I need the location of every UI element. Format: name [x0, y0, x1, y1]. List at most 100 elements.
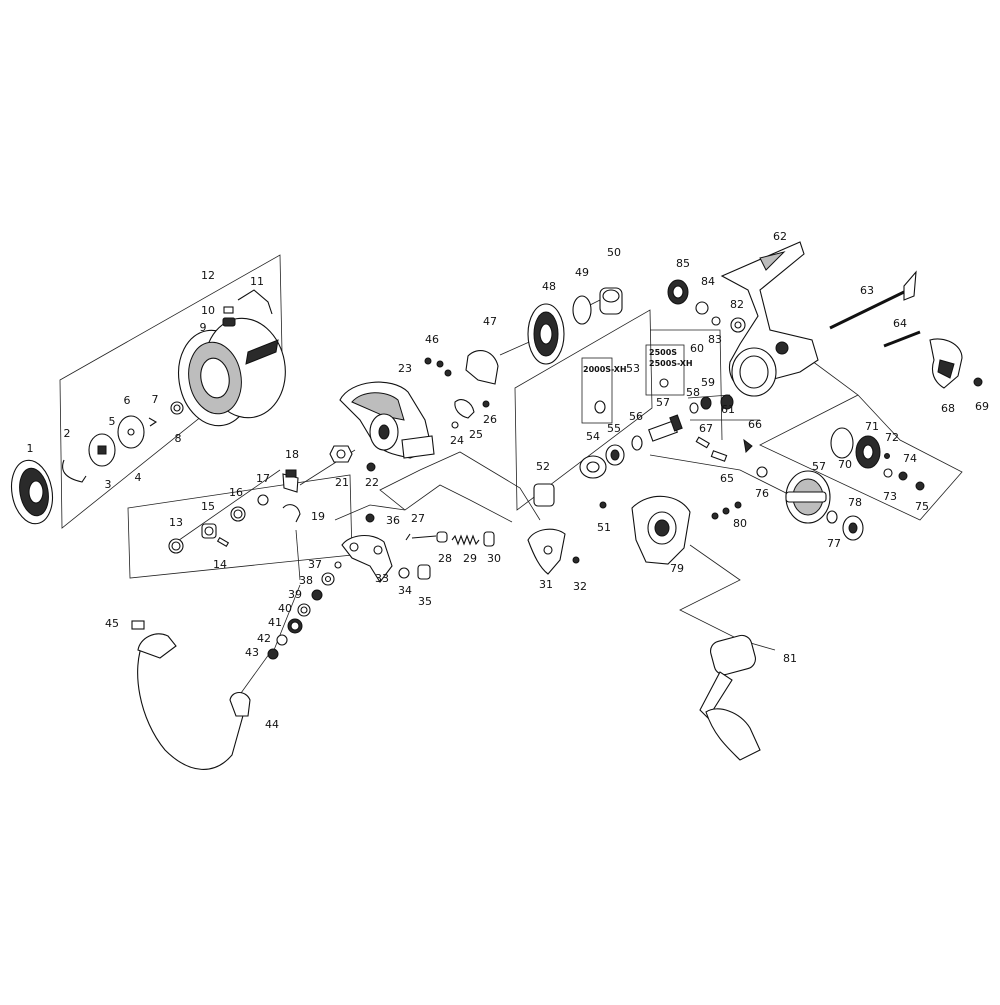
part-61-bearing[interactable]	[720, 394, 734, 410]
part-27-pin[interactable]	[405, 533, 437, 541]
part-24-pin[interactable]	[451, 421, 459, 429]
part-31-cover[interactable]	[527, 528, 566, 575]
part-41-ring[interactable]	[287, 618, 303, 634]
part-13-ring[interactable]	[168, 538, 184, 554]
part-18-lever[interactable]	[282, 469, 299, 493]
part-46-screws[interactable]	[424, 357, 452, 377]
label-part-6: 6	[124, 394, 131, 407]
part-43-bushing[interactable]	[267, 648, 279, 660]
part-26-screw[interactable]	[482, 400, 490, 408]
label-part-79: 79	[670, 562, 684, 575]
label-part-8: 8	[175, 432, 182, 445]
part-16-washer[interactable]	[230, 506, 246, 522]
part-33-bail-arm[interactable]	[341, 535, 393, 583]
part-23-rotor[interactable]	[339, 381, 435, 459]
part-4-washer[interactable]	[117, 415, 145, 449]
part-15-nut[interactable]	[201, 523, 217, 539]
part-50-collar[interactable]	[599, 287, 623, 315]
part-34-washer[interactable]	[398, 567, 410, 579]
part-62-body[interactable]	[720, 241, 819, 397]
part-17-ring[interactable]	[257, 494, 269, 506]
label-part-56: 56	[629, 410, 643, 423]
label-part-25: 25	[469, 428, 483, 441]
label-part-34: 34	[398, 584, 412, 597]
part-29-spring[interactable]	[451, 534, 480, 546]
note-2500s-xh: 2500S-XH	[649, 359, 693, 368]
part-67-screw[interactable]	[695, 436, 710, 449]
part-64-pin[interactable]	[883, 330, 921, 348]
part-80-screws[interactable]	[711, 501, 742, 520]
part-11-wire-spring[interactable]	[237, 289, 273, 315]
part-69-screw[interactable]	[973, 377, 983, 387]
part-45-screw[interactable]	[131, 620, 145, 630]
part-3-washer[interactable]	[88, 433, 116, 467]
label-part-7: 7	[152, 393, 159, 406]
part-14-pin[interactable]	[216, 537, 230, 547]
part-70-washer[interactable]	[830, 427, 854, 459]
part-77-washer[interactable]	[826, 510, 838, 524]
part-25-arm[interactable]	[454, 399, 475, 419]
part-65-screw[interactable]	[710, 450, 728, 462]
part-48-seal[interactable]	[527, 303, 565, 365]
part-42-washer[interactable]	[276, 634, 288, 646]
part-37-pin[interactable]	[334, 561, 342, 569]
part-38-washer[interactable]	[321, 572, 335, 586]
part-59-ring[interactable]	[700, 396, 712, 410]
label-part-29: 29	[463, 552, 477, 565]
part-71-gear[interactable]	[855, 435, 881, 469]
label-part-19: 19	[311, 510, 325, 523]
part-60-collar[interactable]	[659, 378, 669, 388]
part-21-nut[interactable]	[329, 445, 353, 463]
part-54-bearing-holder[interactable]	[579, 455, 607, 479]
label-part-65: 65	[720, 472, 734, 485]
part-40-roller[interactable]	[297, 603, 311, 617]
part-39-bearing[interactable]	[311, 589, 323, 601]
part-32-screw[interactable]	[572, 556, 580, 564]
part-10-screw[interactable]	[223, 306, 234, 314]
part-57-pinion[interactable]	[648, 414, 683, 442]
part-78-bearing[interactable]	[842, 515, 864, 541]
part-51-screw[interactable]	[599, 501, 607, 509]
part-75-screw[interactable]	[915, 481, 925, 491]
part-30-cap[interactable]	[483, 531, 495, 547]
part-44-bail-wire[interactable]	[137, 633, 251, 770]
part-36-screw[interactable]	[365, 513, 375, 523]
part-1-drag-knob[interactable]	[7, 457, 58, 527]
part-58-washer[interactable]	[689, 402, 699, 414]
part-55-bearing[interactable]	[605, 444, 625, 466]
part-7-spring[interactable]	[148, 417, 158, 427]
part-52-bushing[interactable]	[533, 483, 555, 507]
part-68-cover[interactable]	[929, 338, 963, 389]
part-81-handle[interactable]	[699, 633, 761, 761]
part-63-shaft[interactable]	[829, 270, 917, 330]
part-79-side-cover[interactable]	[631, 495, 691, 565]
label-part-35: 35	[418, 595, 432, 608]
label-part-30: 30	[487, 552, 501, 565]
part-82-washer[interactable]	[730, 317, 746, 333]
part-22-screw[interactable]	[366, 462, 376, 472]
part-57b-drive-gear[interactable]	[785, 470, 831, 524]
label-part-67: 67	[699, 422, 713, 435]
part-49-washer[interactable]	[572, 295, 592, 325]
part-28-clip[interactable]	[436, 531, 448, 543]
label-part-16: 16	[229, 486, 243, 499]
part-47-plate[interactable]	[465, 350, 499, 385]
part-66-clip[interactable]	[743, 438, 753, 454]
part-2-clip[interactable]	[62, 459, 87, 483]
part-19-spring[interactable]	[282, 504, 301, 523]
label-part-40: 40	[278, 602, 292, 615]
label-part-36: 36	[386, 514, 400, 527]
part-9-clicker[interactable]	[222, 317, 236, 327]
part-76-ring[interactable]	[756, 466, 768, 478]
part-12-spool[interactable]	[171, 312, 293, 432]
part-72-pin[interactable]	[884, 453, 890, 459]
part-73-washer[interactable]	[883, 468, 893, 478]
part-84-washer[interactable]	[695, 301, 709, 315]
part-85-cap[interactable]	[667, 279, 689, 305]
part-8-ring[interactable]	[170, 401, 184, 415]
part-35-screw[interactable]	[417, 564, 431, 580]
part-74-screw[interactable]	[898, 471, 908, 481]
part-56-ring[interactable]	[631, 435, 643, 451]
part-83-ring[interactable]	[711, 316, 721, 326]
part-53-collar[interactable]	[594, 400, 606, 414]
